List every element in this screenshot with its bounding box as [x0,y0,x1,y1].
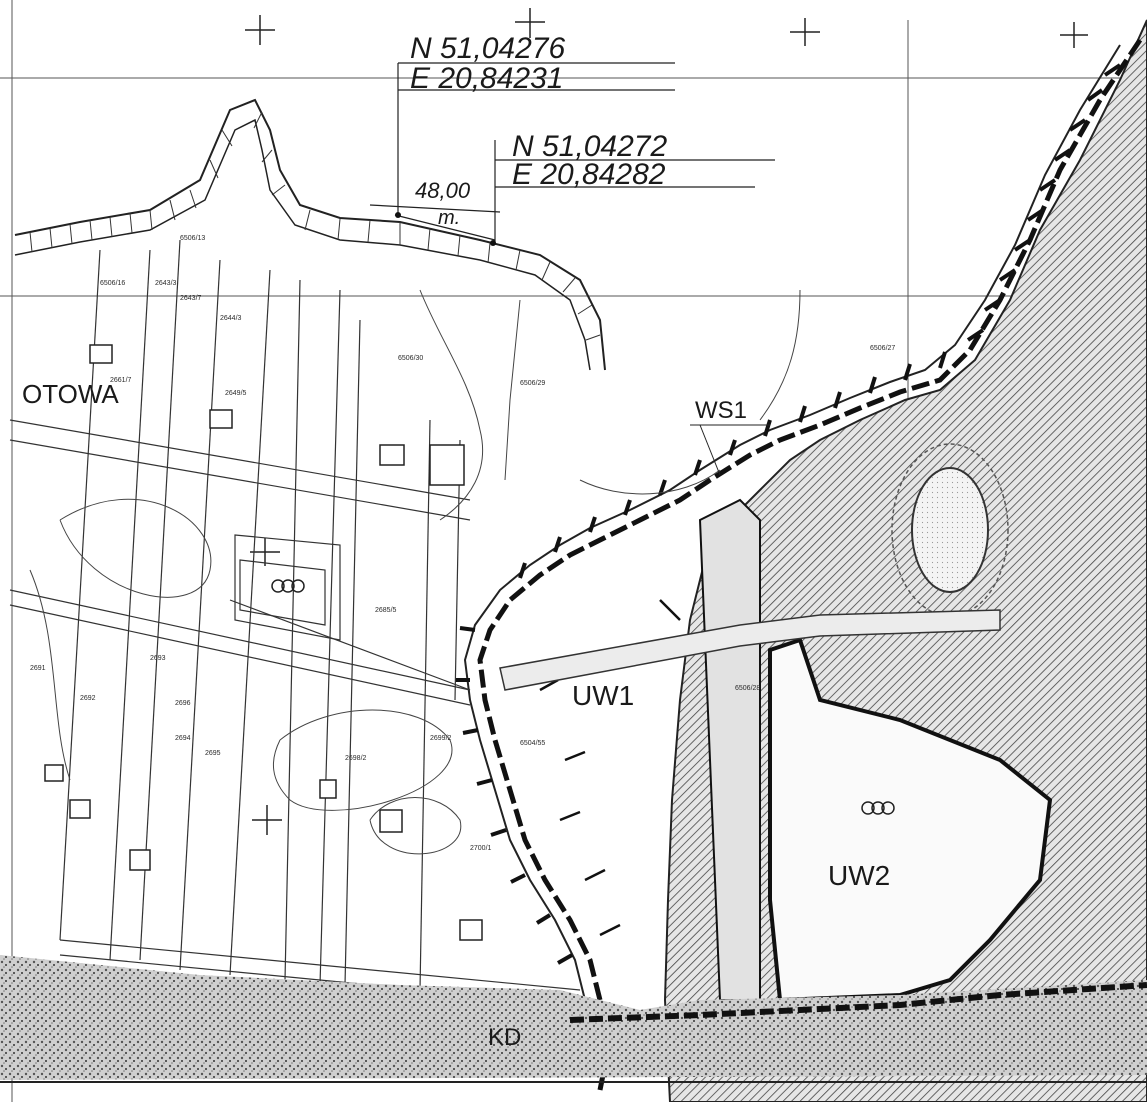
parcel-number: 2698/2 [345,755,367,762]
main-boundary-line [477,38,1143,1091]
coordinate-callout-1: N 51,04276 E 20,84231 [397,32,675,215]
parcel-number: 2700/1 [470,845,492,852]
parcel-number: 2693 [150,655,166,662]
ws1-callout: WS1 [690,397,770,476]
parcel-number: 2643/3 [155,280,177,287]
coordinate-callout-2: N 51,04272 E 20,84282 [494,130,775,245]
parcel-number: 2661/7 [110,377,132,384]
parcel-number: 2643/7 [180,295,202,302]
zone-label-uw2: UW2 [828,860,890,891]
parcel-number: 2649/5 [225,390,247,397]
zone-label-ws1: WS1 [695,397,747,424]
boundary-ticks [455,63,1122,965]
buildings [44,344,483,941]
uw1-ticks [539,599,681,937]
escarpment-hatch [29,111,601,341]
parcel-number: 2685/5 [375,607,397,614]
parcel-lines [9,239,581,1006]
bottom-road-line [569,982,1147,1023]
parcel-number: 2695 [205,750,221,757]
contour-lines [29,289,801,855]
parcel-number: 6506/16 [100,280,125,287]
escarpment-inner-line [14,118,591,371]
distance-marker: 48,00 m. [369,178,501,246]
parcel-number: 6506/29 [520,380,545,387]
coord-2-north: N 51,04272 [512,130,667,163]
parcel-number: 6506/13 [180,235,205,242]
parcel-number: 6506/28 [735,685,760,692]
coord-1-north: N 51,04276 [410,32,565,65]
parcel-number: 2699/2 [430,735,452,742]
secondary-boundary-line [463,44,1121,1041]
parcel-numbers: 6506/13 6506/16 6506/30 6506/29 6506/27 … [30,235,895,852]
grid-crosses [245,8,1088,836]
parcel-number: 2696 [175,700,191,707]
parcel-number: 6506/27 [870,345,895,352]
escarpment-line [14,98,606,371]
street-name-fragment: OTOWA [22,379,119,409]
distance-value: 48,00 [415,178,471,203]
ring-symbol-2 [861,801,895,815]
zone-label-kd: KD [488,1024,521,1051]
distance-unit: m. [438,207,460,229]
coord-2-east: E 20,84282 [512,158,666,191]
ring-symbol-1 [271,579,305,593]
road-crossing [499,609,1001,691]
parcel-number: 6504/55 [520,740,545,747]
zone-label-uw1: UW1 [572,680,634,711]
coord-1-east: E 20,84231 [410,62,563,95]
parcel-number: 2694 [175,735,191,742]
parcel-number: 2644/3 [220,315,242,322]
parcel-number: 2692 [80,695,96,702]
oval-feature [911,467,989,593]
parcel-number: 6506/30 [398,355,423,362]
parcel-number: 2691 [30,665,46,672]
